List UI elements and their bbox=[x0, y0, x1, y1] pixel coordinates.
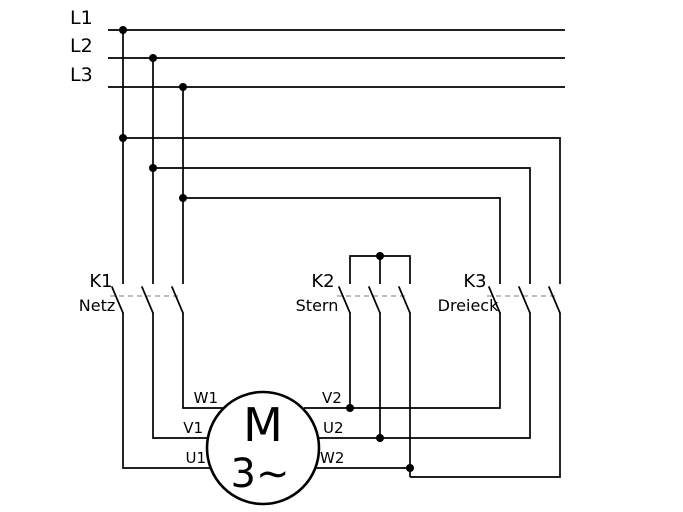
supply-label-l3: L3 bbox=[70, 64, 93, 86]
k3-id-label: K3 bbox=[463, 271, 486, 292]
junction-dot bbox=[406, 464, 414, 472]
motor-circle bbox=[205, 390, 321, 506]
k1-out-wire-w1 bbox=[182, 313, 223, 409]
k3-contact-blades bbox=[488, 286, 561, 314]
k2-contact-blades bbox=[338, 286, 411, 314]
junction-dot bbox=[119, 134, 127, 142]
motor-symbol-label: M bbox=[243, 398, 283, 452]
k3-out-wire-u2 bbox=[319, 313, 531, 439]
junction-dot bbox=[376, 434, 384, 442]
k3-out-wire-w2 bbox=[410, 313, 561, 478]
junction-dot bbox=[179, 194, 187, 202]
terminal-label-w1: W1 bbox=[194, 389, 218, 407]
feeder-wire-l2 bbox=[153, 167, 531, 284]
junction-dot-star-point bbox=[376, 252, 384, 260]
k2-star-bridge-wire bbox=[349, 255, 411, 284]
k1-contact-blades bbox=[111, 286, 184, 314]
terminal-label-v1: V1 bbox=[183, 419, 203, 437]
drops-to-k1 bbox=[122, 30, 184, 284]
junction-dot bbox=[119, 26, 127, 34]
k1-out-wire-v1 bbox=[152, 313, 207, 439]
feeders-to-k3 bbox=[123, 137, 561, 284]
k1-out-wire-u1 bbox=[122, 313, 210, 469]
junction-dots bbox=[119, 26, 414, 472]
feeder-wire-l1 bbox=[123, 137, 561, 284]
junction-dot bbox=[149, 54, 157, 62]
terminal-label-w2: W2 bbox=[320, 449, 344, 467]
k3-out-wire-v2 bbox=[304, 313, 501, 409]
junction-dot bbox=[149, 164, 157, 172]
k2-name-label: Stern bbox=[296, 296, 339, 315]
motor: M 3∼ W1 V1 U1 V2 U2 W2 bbox=[183, 389, 344, 506]
terminal-label-v2: V2 bbox=[322, 389, 342, 407]
terminal-label-u1: U1 bbox=[185, 449, 206, 467]
contactor-k3: K3 Dreieck bbox=[304, 271, 561, 478]
junction-dot bbox=[346, 404, 354, 412]
supply-label-l1: L1 bbox=[70, 7, 93, 29]
k1-name-label: Netz bbox=[79, 296, 115, 315]
supply-label-l2: L2 bbox=[70, 35, 93, 57]
k2-id-label: K2 bbox=[311, 271, 334, 292]
k3-name-label: Dreieck bbox=[438, 296, 499, 315]
motor-phase-label: 3∼ bbox=[231, 451, 290, 497]
terminal-label-u2: U2 bbox=[323, 419, 344, 437]
supply-lines: L1 L2 L3 bbox=[70, 7, 565, 88]
junction-dot bbox=[179, 83, 187, 91]
feeder-wire-l3 bbox=[183, 197, 501, 284]
k1-id-label: K1 bbox=[89, 271, 112, 292]
contactor-k1: K1 Netz bbox=[79, 271, 223, 469]
